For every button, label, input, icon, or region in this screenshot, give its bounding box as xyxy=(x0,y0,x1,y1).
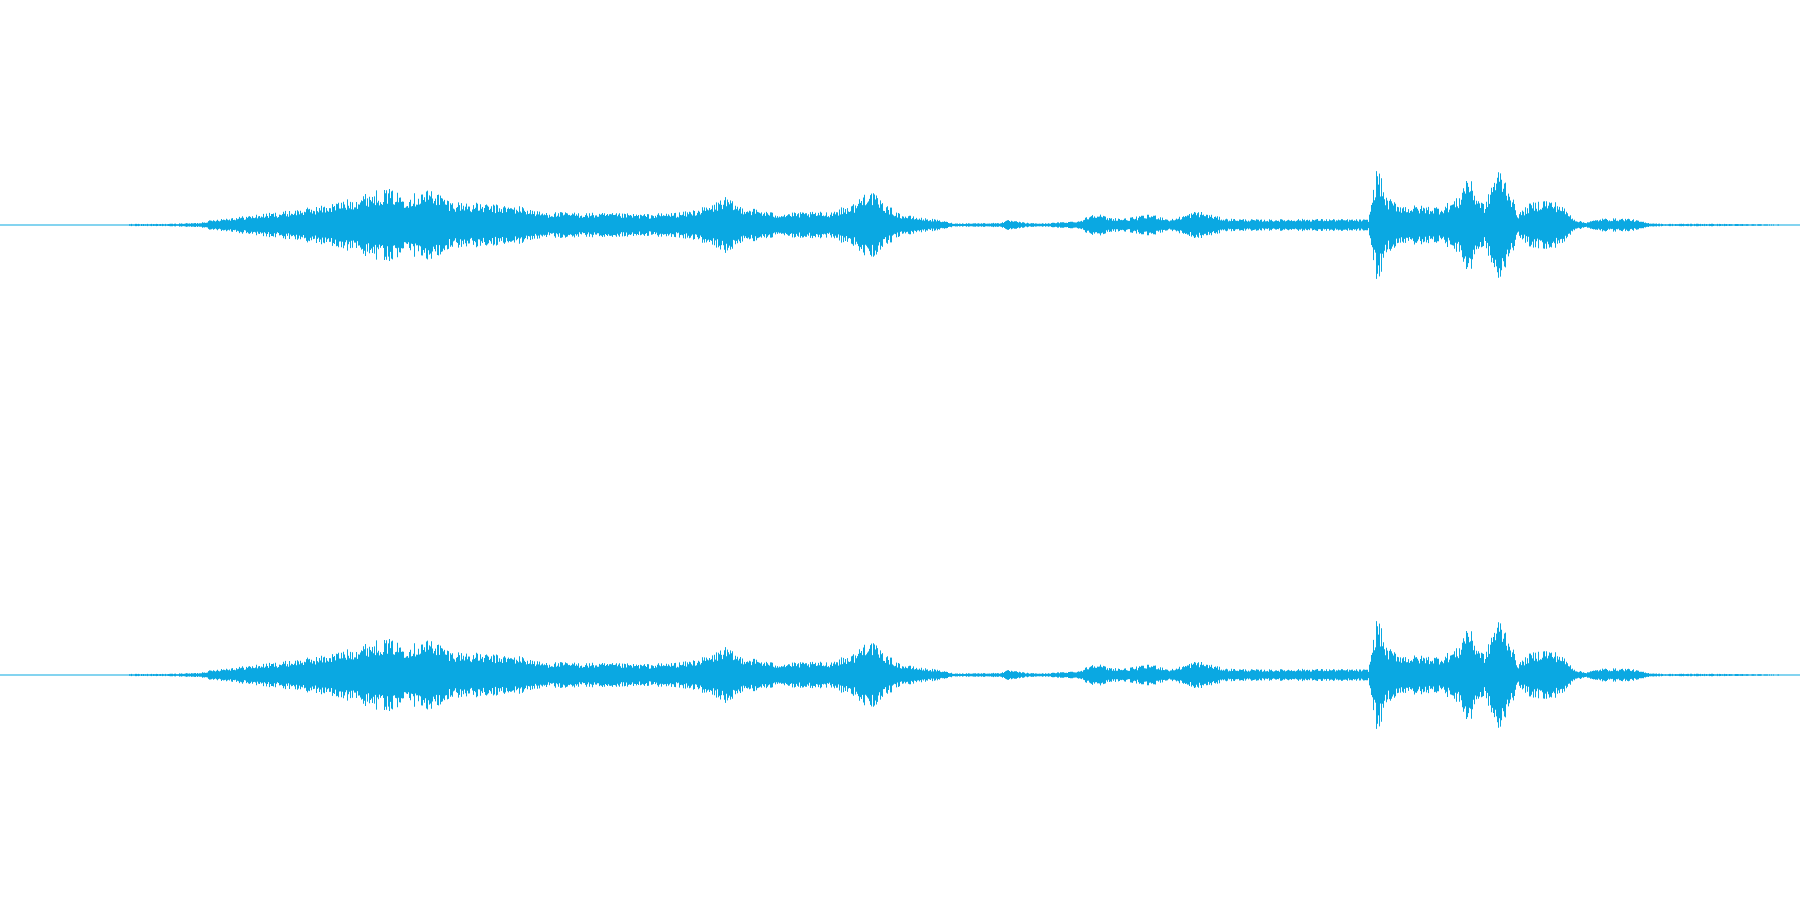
waveform-channel-1-trace xyxy=(129,171,1779,279)
waveform-channel-1[interactable] xyxy=(0,0,1800,450)
waveform-channel-2-graph xyxy=(0,621,1800,729)
waveform-channel-2-trace xyxy=(129,621,1779,729)
waveform-channel-2[interactable] xyxy=(0,450,1800,900)
waveform-channel-1-graph xyxy=(0,171,1800,279)
waveform-channel-2-samples xyxy=(129,621,1779,729)
waveform-channel-1-samples xyxy=(129,171,1779,279)
